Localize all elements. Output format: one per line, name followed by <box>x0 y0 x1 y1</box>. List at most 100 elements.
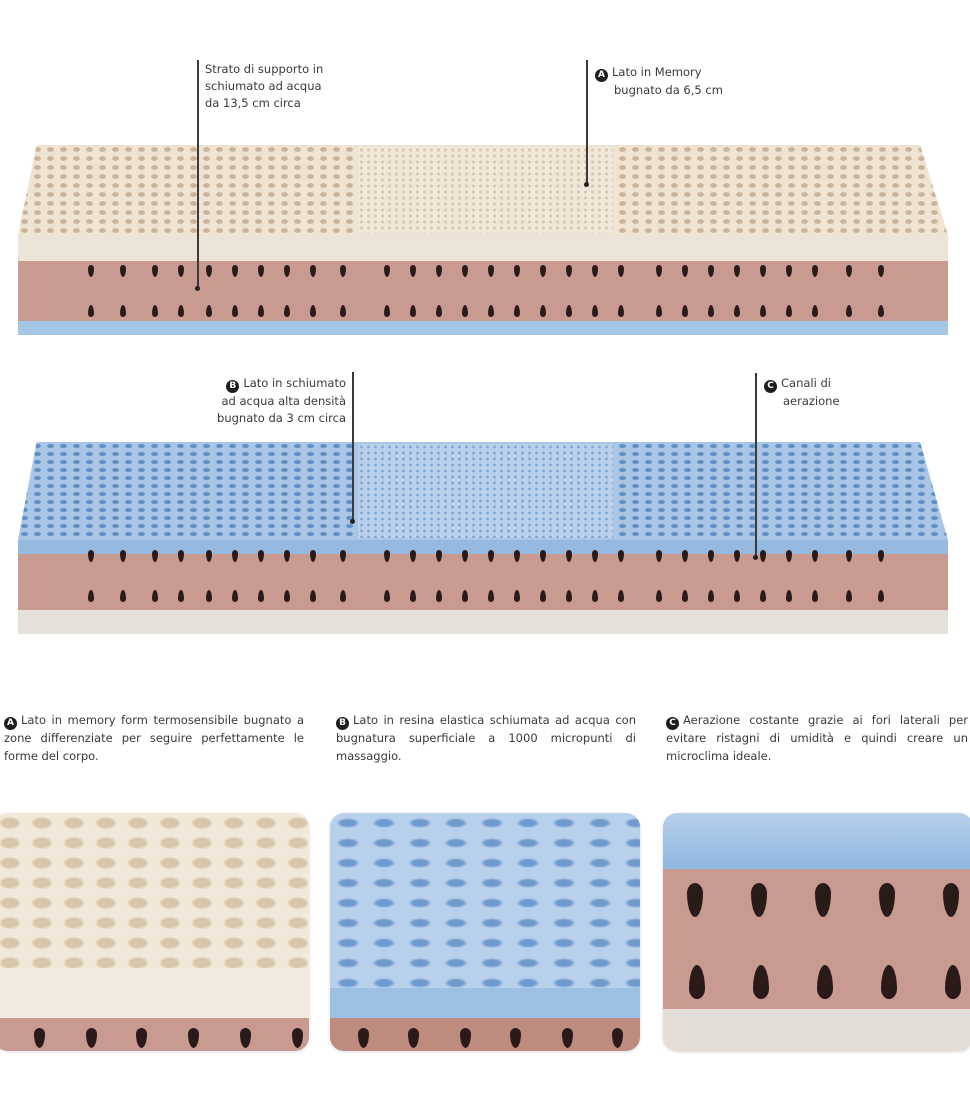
ventilation-hole-icon <box>514 590 520 602</box>
callout-line: Lato in schiumato <box>243 376 346 390</box>
ventilation-hole-icon <box>358 1028 369 1048</box>
ventilation-hole-icon <box>682 590 688 602</box>
ventilation-hole-icon <box>514 550 520 562</box>
ventilation-hole-icon <box>812 550 818 562</box>
callout-line: Lato in Memory <box>612 65 702 79</box>
ventilation-hole-icon <box>760 590 766 602</box>
ventilation-hole-icon <box>120 305 126 317</box>
description-text: Lato in resina elastica schiumata ad acq… <box>336 713 636 763</box>
ventilation-hole-icon <box>514 305 520 317</box>
description-text: Aerazione costante grazie ai fori latera… <box>666 713 968 763</box>
ventilation-hole-icon <box>562 1028 573 1048</box>
ventilation-hole-icon <box>178 305 184 317</box>
ventilation-hole-icon <box>592 265 598 277</box>
ventilation-hole-icon <box>682 265 688 277</box>
ventilation-hole-icon <box>656 265 662 277</box>
leader-dot <box>350 519 355 524</box>
ventilation-hole-icon <box>708 305 714 317</box>
ventilation-hole-icon <box>410 590 416 602</box>
leader-line <box>352 372 354 522</box>
ventilation-hole-icon <box>384 305 390 317</box>
ventilation-hole-icon <box>879 883 895 917</box>
ventilation-hole-icon <box>188 1028 199 1048</box>
ventilation-hole-icon <box>340 550 346 562</box>
ventilation-hole-icon <box>206 305 212 317</box>
support-core-side <box>0 1018 309 1051</box>
ventilation-hole-icon <box>340 305 346 317</box>
blue-foam-layer <box>663 813 970 869</box>
ventilation-hole-icon <box>206 590 212 602</box>
ventilation-hole-icon <box>760 305 766 317</box>
blue-foam-bottom-side <box>18 321 948 335</box>
ventilation-hole-icon <box>540 550 546 562</box>
ventilation-hole-icon <box>410 265 416 277</box>
ventilation-hole-icon <box>943 883 959 917</box>
ventilation-hole-icon <box>232 550 238 562</box>
ventilation-hole-icon <box>410 550 416 562</box>
ventilation-hole-icon <box>462 305 468 317</box>
ventilation-hole-icon <box>786 590 792 602</box>
memory-foam-side <box>18 235 948 261</box>
ventilation-hole-icon <box>708 550 714 562</box>
ventilation-hole-icon <box>514 265 520 277</box>
ventilation-hole-icon <box>310 550 316 562</box>
leader-line <box>197 60 199 290</box>
ventilation-hole-icon <box>88 305 94 317</box>
ventilation-hole-icon <box>751 883 767 917</box>
ventilation-hole-icon <box>786 265 792 277</box>
callout-line: schiumato ad acqua <box>205 79 322 93</box>
blue-foam-side <box>18 540 948 554</box>
ventilation-hole-icon <box>812 305 818 317</box>
ventilation-hole-icon <box>34 1028 45 1048</box>
grey-base-side <box>18 610 948 634</box>
callout-line: da 13,5 cm circa <box>205 96 301 110</box>
detail-ventilation-channels-image <box>663 813 970 1051</box>
ventilation-hole-icon <box>310 265 316 277</box>
ventilation-hole-icon <box>178 590 184 602</box>
ventilation-hole-icon <box>760 265 766 277</box>
ventilation-hole-icon <box>206 550 212 562</box>
ventilation-hole-icon <box>462 265 468 277</box>
ventilation-hole-icon <box>687 883 703 917</box>
support-core-side <box>18 554 948 610</box>
ventilation-hole-icon <box>656 550 662 562</box>
ventilation-hole-icon <box>846 590 852 602</box>
badge-a-icon: A <box>4 717 17 730</box>
ventilation-hole-icon <box>708 265 714 277</box>
ventilation-hole-icon <box>846 550 852 562</box>
ventilation-hole-icon <box>460 1028 471 1048</box>
leader-dot <box>195 286 200 291</box>
leader-dot <box>584 182 589 187</box>
ventilation-hole-icon <box>284 550 290 562</box>
ventilation-hole-icon <box>540 590 546 602</box>
ventilation-hole-icon <box>152 590 158 602</box>
ventilation-hole-icon <box>310 305 316 317</box>
ventilation-hole-icon <box>734 590 740 602</box>
ventilation-hole-icon <box>786 550 792 562</box>
ventilation-hole-icon <box>846 305 852 317</box>
detail-memory-surface-image <box>0 813 309 1051</box>
ventilation-hole-icon <box>284 590 290 602</box>
ventilation-hole-icon <box>136 1028 147 1048</box>
ventilation-hole-icon <box>592 590 598 602</box>
ventilation-hole-icon <box>152 265 158 277</box>
ventilation-hole-icon <box>284 265 290 277</box>
ventilation-hole-icon <box>240 1028 251 1048</box>
ventilation-hole-icon <box>384 590 390 602</box>
blue-foam-side <box>330 988 640 1018</box>
ventilation-hole-icon <box>206 265 212 277</box>
ventilation-hole-icon <box>878 265 884 277</box>
ventilation-hole-icon <box>152 550 158 562</box>
ventilation-hole-icon <box>540 265 546 277</box>
description-text: Lato in memory form termosensibile bugna… <box>4 713 304 763</box>
leader-line <box>755 373 757 558</box>
ventilation-hole-icon <box>708 590 714 602</box>
ventilation-hole-icon <box>232 305 238 317</box>
memory-foam-center-zone <box>358 147 613 233</box>
ventilation-hole-icon <box>618 590 624 602</box>
ventilation-hole-icon <box>618 265 624 277</box>
support-core-side <box>330 1018 640 1051</box>
